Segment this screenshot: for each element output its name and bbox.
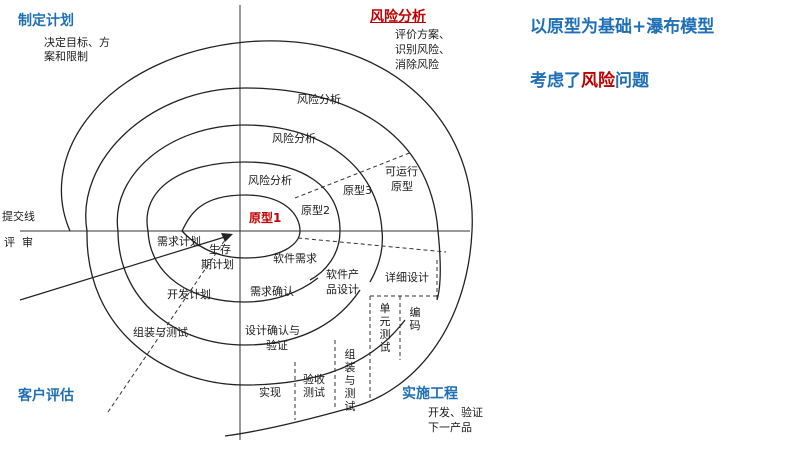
- risk-analysis-label-outer: 风险分析: [297, 93, 341, 106]
- spiral-third-turn: [117, 230, 361, 346]
- risk-note-line3: 消除风险: [395, 58, 439, 71]
- spiral-core: [181, 194, 301, 259]
- prototype-3-label: 原型3: [343, 184, 372, 197]
- plan-note-line1: 决定目标、方: [44, 36, 110, 49]
- software-requirements-label: 软件需求: [273, 252, 317, 265]
- assembly-test-vertical-label: 组装与测试: [344, 348, 356, 413]
- quadrant-plan-title: 制定计划: [18, 13, 74, 29]
- software-product-design-line2: 品设计: [326, 283, 359, 296]
- risk-note-line1: 评价方案、: [395, 28, 450, 41]
- lifecycle-plan-line2: 期计划: [201, 258, 234, 271]
- spiral-outer-turn: [60, 40, 473, 437]
- headline-risk: 考虑了风险问题: [530, 66, 649, 91]
- spiral-second-turn-upper: [85, 87, 441, 301]
- implementation-label: 实现: [259, 386, 281, 399]
- headline-title-text: 以原型为基础+瀑布模型: [530, 17, 715, 37]
- plan-note-line2: 案和限制: [44, 50, 88, 63]
- runnable-prototype-line2: 原型: [391, 180, 413, 193]
- entry-arrow-head: [221, 233, 233, 242]
- entry-arrow-line: [19, 235, 229, 301]
- coding-vertical-label: 编码: [409, 306, 421, 332]
- spiral-third-turn-upper: [116, 124, 384, 283]
- prototype-1-label: 原型1: [249, 211, 282, 225]
- quadrant-risk-title: 风险分析: [370, 9, 426, 25]
- engineering-note-line1: 开发、验证: [428, 406, 483, 419]
- detailed-design-label: 详细设计: [385, 271, 429, 284]
- requirements-confirm-label: 需求确认: [250, 285, 294, 298]
- headline-title: 以原型为基础+瀑布模型: [530, 12, 714, 37]
- risk-analysis-label-inner: 风险分析: [248, 174, 292, 187]
- design-verify-line2: 验证: [266, 339, 288, 352]
- design-verify-line1: 设计确认与: [245, 324, 300, 337]
- spiral-inner-turn-lower: [147, 230, 319, 303]
- headline-risk-prefix: 考虑了: [530, 71, 581, 91]
- assembly-test-label: 组装与测试: [133, 326, 188, 339]
- prototype-2-label: 原型2: [301, 204, 330, 217]
- spiral-second-turn: [86, 230, 406, 386]
- risk-analysis-label-middle: 风险分析: [272, 132, 316, 145]
- spiral-inner-turn: [146, 161, 341, 281]
- headline-risk-word: 风险: [581, 71, 615, 91]
- dashed-lower-right-1: [297, 237, 447, 253]
- unit-test-vertical-label: 单元测试: [379, 302, 391, 354]
- risk-note-line2: 识别风险、: [395, 43, 450, 56]
- commit-line-label: 提交线: [2, 210, 35, 223]
- engineering-note-line2: 下一产品: [428, 421, 472, 434]
- requirements-plan-label: 需求计划: [157, 235, 201, 248]
- headline-risk-suffix: 问题: [615, 71, 649, 91]
- review-label: 评 审: [4, 236, 33, 249]
- acceptance-test-label: 验收测试: [303, 373, 325, 399]
- runnable-prototype-line1: 可运行: [385, 165, 418, 178]
- quadrant-engineering-title: 实施工程: [402, 386, 458, 402]
- software-product-design-line1: 软件产: [326, 268, 359, 281]
- development-plan-label: 开发计划: [167, 288, 211, 301]
- quadrant-customer-title: 客户评估: [18, 388, 74, 404]
- lifecycle-plan-line1: 生存: [209, 243, 231, 256]
